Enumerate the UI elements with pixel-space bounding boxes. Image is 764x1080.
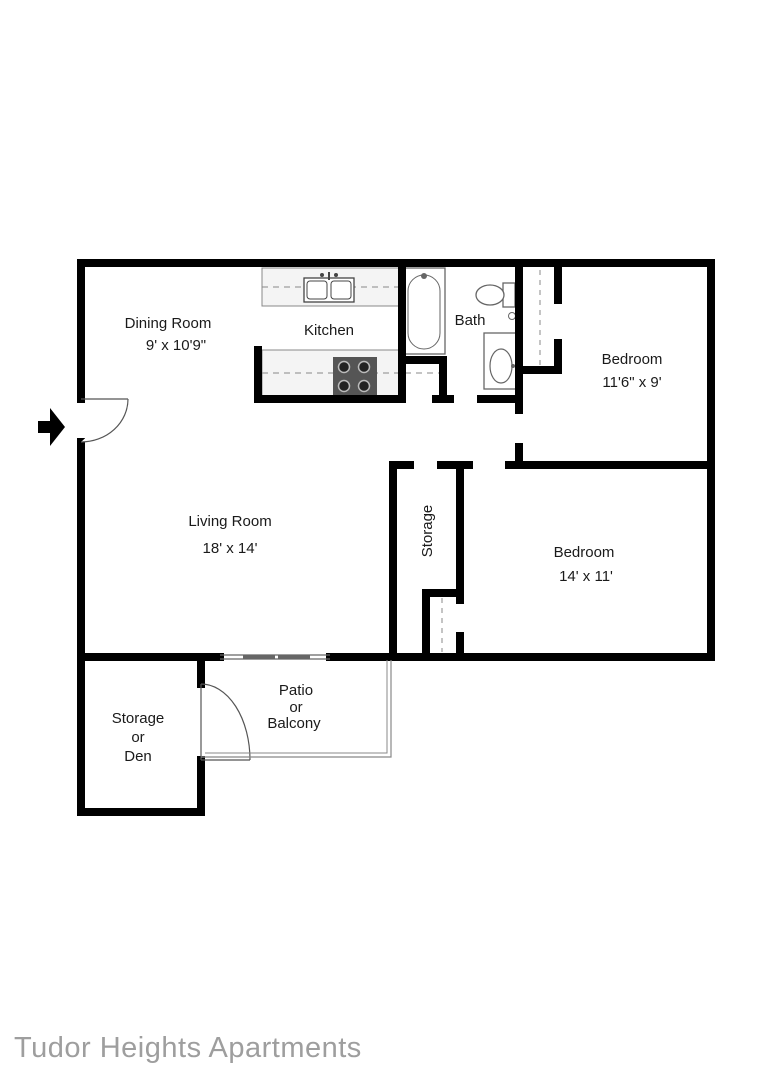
kitchen-fixtures bbox=[261, 267, 440, 397]
bathroom-sink-icon bbox=[483, 332, 518, 390]
walls bbox=[77, 259, 715, 816]
dining-room-size: 9' x 10'9" bbox=[146, 337, 206, 354]
toilet-icon bbox=[475, 282, 516, 320]
bedroom2-size: 14' x 11' bbox=[559, 568, 613, 585]
bath-label: Bath bbox=[455, 312, 486, 329]
kitchen-sink-icon bbox=[303, 272, 355, 303]
stove-icon bbox=[333, 357, 377, 395]
living-room-size: 18' x 14' bbox=[203, 540, 258, 557]
storage-closet-label: Storage bbox=[419, 505, 436, 558]
bedroom1-label: Bedroom bbox=[602, 351, 663, 368]
patio-outline bbox=[201, 660, 392, 758]
patio-line2: or bbox=[289, 699, 302, 716]
patio-line3: Balcony bbox=[267, 715, 321, 732]
den-door bbox=[200, 683, 251, 761]
kitchen-label: Kitchen bbox=[304, 322, 354, 339]
entry-door bbox=[80, 398, 129, 443]
dining-room-label: Dining Room bbox=[125, 315, 212, 332]
bath-fixtures bbox=[402, 267, 518, 390]
living-room-label: Living Room bbox=[188, 513, 271, 530]
patio-line1: Patio bbox=[279, 682, 313, 699]
watermark-text: Tudor Heights Apartments bbox=[14, 1032, 362, 1064]
entry-arrow-icon bbox=[38, 408, 65, 446]
bedroom2-label: Bedroom bbox=[554, 544, 615, 561]
storage-den-line3: Den bbox=[124, 748, 152, 765]
bathtub-icon bbox=[402, 267, 446, 355]
sliding-patio-door bbox=[220, 654, 330, 660]
storage-den-line1: Storage bbox=[112, 710, 165, 727]
bedroom1-size: 11'6" x 9' bbox=[602, 374, 661, 391]
storage-den-line2: or bbox=[131, 729, 144, 746]
